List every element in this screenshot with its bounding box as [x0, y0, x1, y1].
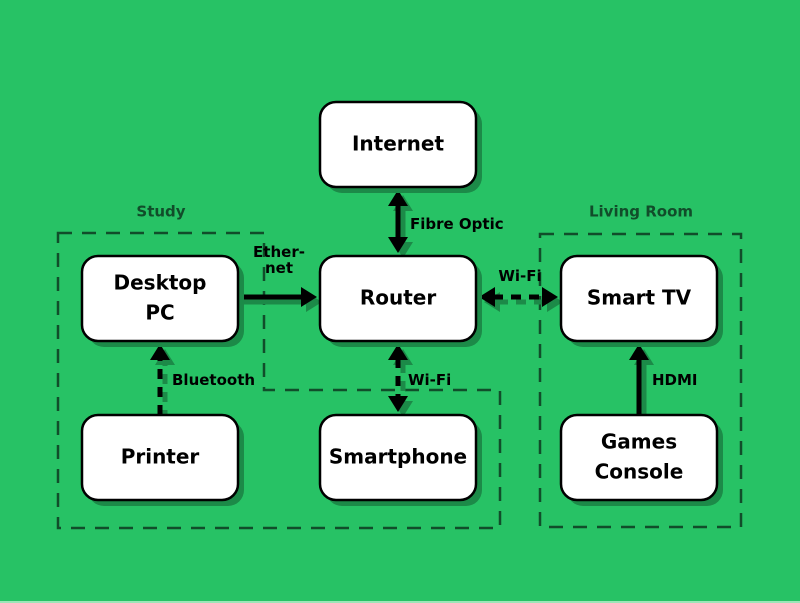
arrowhead-icon: [542, 287, 558, 307]
edge-console-smarttv: [629, 344, 654, 420]
node-smartphone[interactable]: Smartphone: [318, 413, 482, 506]
node-box[interactable]: [318, 100, 478, 189]
node-box[interactable]: [80, 413, 240, 502]
edges-layer: [150, 190, 654, 420]
edge-label-internet-router: Fibre Optic: [410, 215, 504, 233]
node-printer[interactable]: Printer: [80, 413, 244, 506]
node-label-line: Smartphone: [329, 444, 467, 468]
node-smarttv[interactable]: Smart TV: [559, 254, 723, 347]
arrowhead-icon: [479, 287, 495, 307]
node-box[interactable]: [80, 254, 240, 343]
node-label-line: Console: [595, 459, 684, 483]
arrowhead-icon: [388, 237, 408, 253]
region-border-study: [56, 231, 502, 530]
node-label-line: Games: [601, 429, 677, 453]
region-label-study: Study: [136, 203, 185, 221]
node-box[interactable]: [318, 254, 478, 343]
edge-label-line: HDMI: [652, 371, 698, 389]
node-label-printer: Printer: [121, 444, 200, 468]
edge-printer-desktop: [150, 344, 175, 420]
edge-router-smartphone: [388, 344, 413, 417]
edge-label-line: Bluetooth: [172, 371, 255, 389]
arrowhead-icon: [388, 344, 408, 360]
edge-label-line: Wi-Fi: [408, 371, 451, 389]
edge-label-router-smarttv: Wi-Fi: [498, 267, 541, 285]
node-box[interactable]: [559, 254, 719, 343]
region-study: Study: [56, 203, 502, 530]
node-box[interactable]: [318, 413, 478, 502]
arrowhead-icon: [301, 287, 317, 307]
regions-layer: Study Living Room: [56, 203, 743, 530]
edge-internet-router: [388, 190, 413, 258]
edge-label-console-smarttv: HDMI: [652, 371, 698, 389]
edge-label-line: Fibre Optic: [410, 215, 504, 233]
node-label-line: PC: [145, 300, 174, 324]
node-label-line: Router: [360, 285, 437, 309]
node-box[interactable]: [559, 413, 719, 502]
arrowhead-icon: [388, 190, 408, 206]
arrowhead-icon: [629, 344, 649, 360]
bottom-strip: [0, 601, 800, 603]
node-label-line: Internet: [352, 131, 444, 155]
edge-router-smarttv: [479, 287, 563, 312]
node-label-line: Smart TV: [587, 285, 692, 309]
edge-label-line: Wi-Fi: [498, 267, 541, 285]
region-border-living: [538, 232, 743, 529]
edge-label-line: Ether-: [253, 243, 305, 261]
node-label-smartphone: Smartphone: [329, 444, 467, 468]
arrowhead-icon: [150, 344, 170, 360]
node-label-internet: Internet: [352, 131, 444, 155]
region-living: Living Room: [538, 203, 743, 529]
edge-desktop-router: [238, 287, 322, 312]
node-internet[interactable]: Internet: [318, 100, 482, 193]
node-router[interactable]: Router: [318, 254, 482, 347]
edge-label-printer-desktop: Bluetooth: [172, 371, 255, 389]
region-label-living: Living Room: [589, 203, 693, 221]
node-label-line: Desktop: [114, 270, 207, 294]
node-label-smarttv: Smart TV: [587, 285, 692, 309]
node-label-line: Printer: [121, 444, 200, 468]
edge-label-desktop-router: Ether-net: [253, 243, 305, 277]
edge-label-router-smartphone: Wi-Fi: [408, 371, 451, 389]
node-label-router: Router: [360, 285, 437, 309]
arrowhead-icon: [388, 396, 408, 412]
edge-label-line: net: [265, 259, 293, 277]
